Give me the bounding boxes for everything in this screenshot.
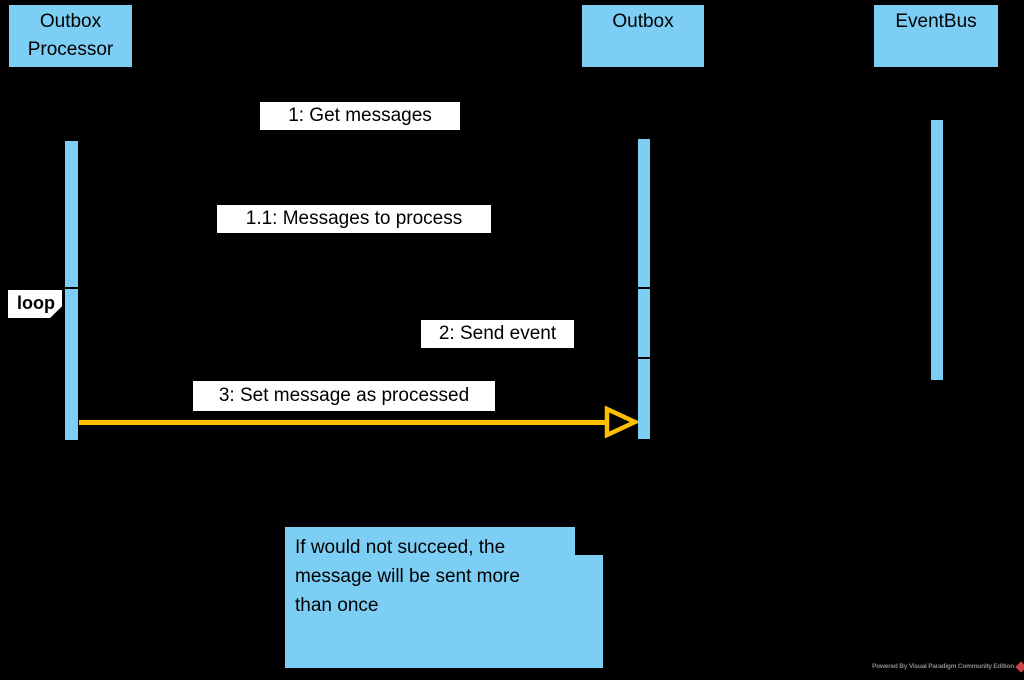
visual-paradigm-logo-icon [1015, 660, 1024, 673]
message-label-set-message-as-processed: 3: Set message as processed [193, 381, 495, 411]
note-text-line: message will be sent more [295, 566, 520, 587]
message-3-arrow-line [79, 420, 608, 425]
fragment-operator-label: loop [17, 293, 55, 313]
lifeline-head-outbox-processor: Outbox Processor [8, 4, 133, 68]
fragment-border-crossing [63, 287, 80, 289]
watermark-text: Powered By Visual Paradigm Community Edi… [872, 663, 1015, 670]
fragment-operator-loop: loop [8, 290, 62, 318]
message-label-get-messages: 1: Get messages [260, 102, 460, 130]
note-text-line: than once [295, 595, 379, 616]
lifeline-label: Processor [27, 39, 114, 60]
message-2-arrow [79, 357, 930, 359]
activation-bar-outbox-processor [64, 140, 79, 441]
message-text: 2: Send event [438, 323, 557, 344]
lifeline-label: Outbox [612, 11, 674, 32]
message-text: 1: Get messages [288, 105, 432, 126]
message-1-1-return-arrow [79, 243, 637, 245]
lifeline-label: Outbox [39, 11, 102, 32]
message-text: 3: Set message as processed [218, 385, 470, 406]
note-delivery-guarantee: If would not succeed, the message will b… [285, 527, 603, 668]
message-label-messages-to-process: 1.1: Messages to process [217, 205, 491, 233]
lifeline-head-eventbus: EventBus [873, 4, 999, 68]
lifeline-head-outbox: Outbox [581, 4, 705, 68]
activation-bar-outbox [637, 138, 651, 440]
activation-bar-eventbus [930, 119, 944, 381]
message-3-arrowhead-icon [604, 406, 638, 438]
message-text: 1.1: Messages to process [245, 208, 463, 229]
message-1-arrow [79, 139, 637, 141]
note-text-line: If would not succeed, the [295, 537, 506, 558]
fragment-border-crossing [636, 287, 652, 289]
watermark: Powered By Visual Paradigm Community Edi… [872, 660, 1024, 673]
message-label-send-event: 2: Send event [421, 320, 574, 348]
lifeline-label: EventBus [895, 11, 977, 32]
